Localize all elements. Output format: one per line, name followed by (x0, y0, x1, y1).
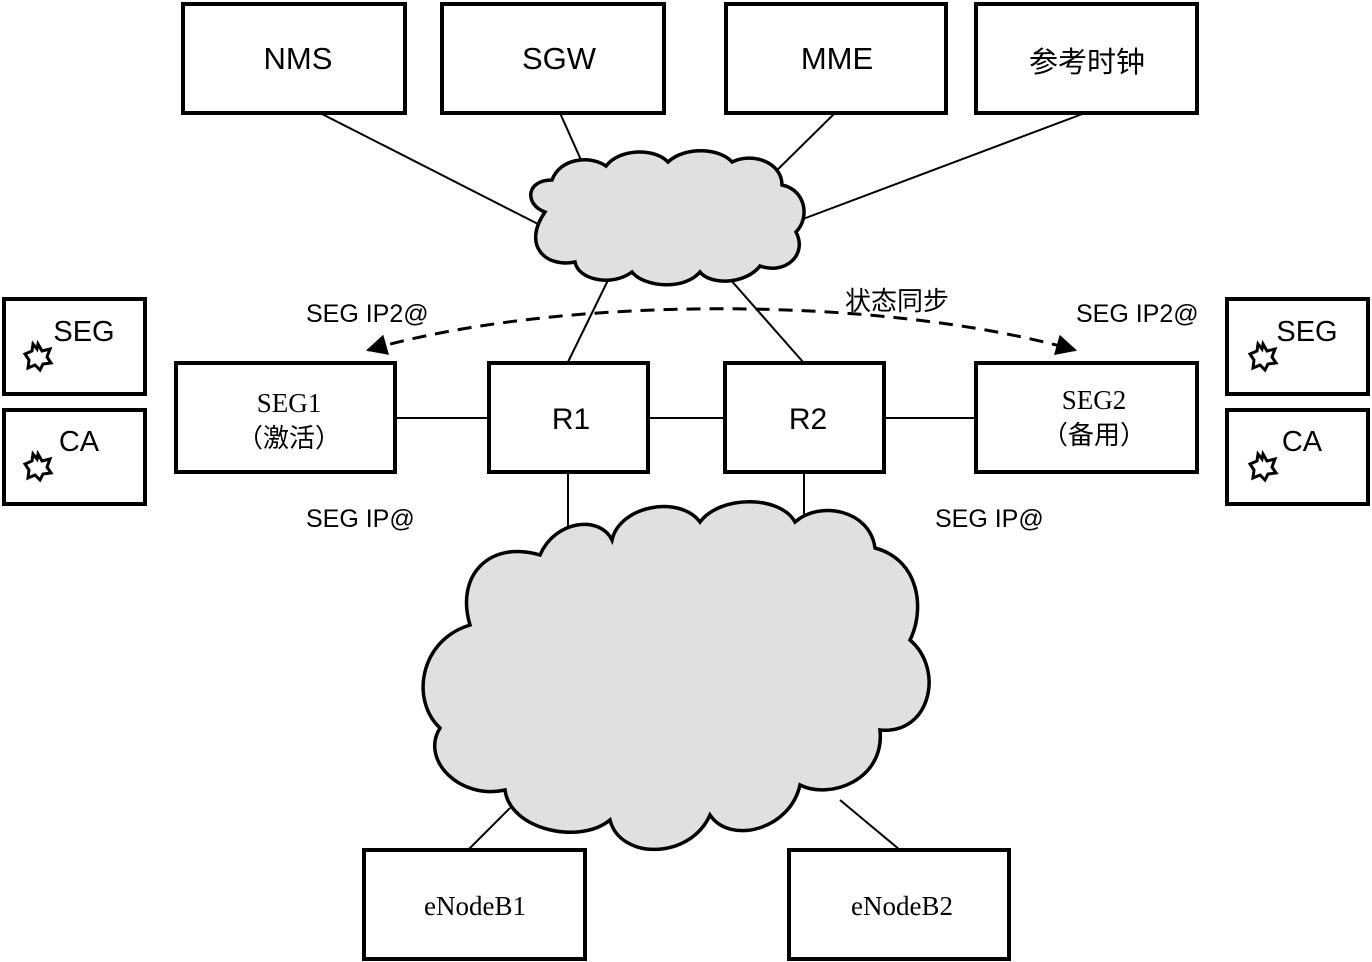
link-cloud-r1 (567, 271, 613, 363)
right-seg-cert-label: SEG (1276, 316, 1337, 348)
right-ca-cert-label: CA (1282, 426, 1323, 458)
seg-ip-right-label: SEG IP@ (935, 505, 1044, 533)
seg1-status: （激活） (237, 424, 341, 454)
right-seg-cert-box: SEG (1225, 297, 1370, 396)
sgw-node: SGW (440, 2, 666, 115)
r1-node: R1 (487, 361, 650, 474)
nms-node: NMS (181, 2, 407, 115)
r2-label: R2 (789, 403, 827, 436)
ref-clock-label: 参考时钟 (1029, 45, 1145, 79)
seg1-name: SEG1 (257, 388, 322, 418)
nms-label: NMS (264, 41, 333, 76)
link-cloud-enb1 (467, 807, 511, 851)
seg2-status: （备用） (1042, 421, 1146, 451)
seg-ip2-right-label: SEG IP2@ (1076, 300, 1199, 328)
sgw-label: SGW (522, 41, 597, 76)
access-network-cloud (421, 500, 931, 852)
state-sync-label: 状态同步 (845, 287, 949, 317)
seg2-node: SEG2 （备用） (974, 361, 1199, 474)
seg2-name: SEG2 (1062, 385, 1127, 415)
enodeb2-node: eNodeB2 (787, 848, 1011, 961)
seg-ip2-left-label: SEG IP2@ (306, 300, 429, 328)
r2-node: R2 (723, 361, 886, 474)
state-sync-arrow (365, 307, 1078, 355)
mme-node: MME (724, 2, 948, 115)
left-seg-cert-label: SEG (53, 316, 114, 348)
seg1-node: SEG1 （激活） (174, 361, 397, 474)
link-cloud-r2 (721, 269, 804, 363)
ref-clock-node: 参考时钟 (974, 2, 1199, 115)
seg-ip-left-label: SEG IP@ (306, 505, 415, 533)
link-clock-cloud (794, 112, 1086, 223)
left-ca-cert-label: CA (59, 426, 100, 458)
left-ca-cert-box: CA (2, 408, 147, 506)
left-seg-cert-box: SEG (2, 297, 147, 396)
r1-label: R1 (552, 403, 590, 436)
link-cloud-enb2 (839, 799, 901, 851)
enodeb1-node: eNodeB1 (362, 848, 587, 961)
core-network-cloud (529, 149, 806, 287)
enodeb2-label: eNodeB2 (851, 891, 953, 921)
right-ca-cert-box: CA (1225, 408, 1370, 506)
mme-label: MME (801, 41, 873, 76)
enodeb1-label: eNodeB1 (424, 891, 526, 921)
link-nms-cloud (319, 112, 541, 226)
